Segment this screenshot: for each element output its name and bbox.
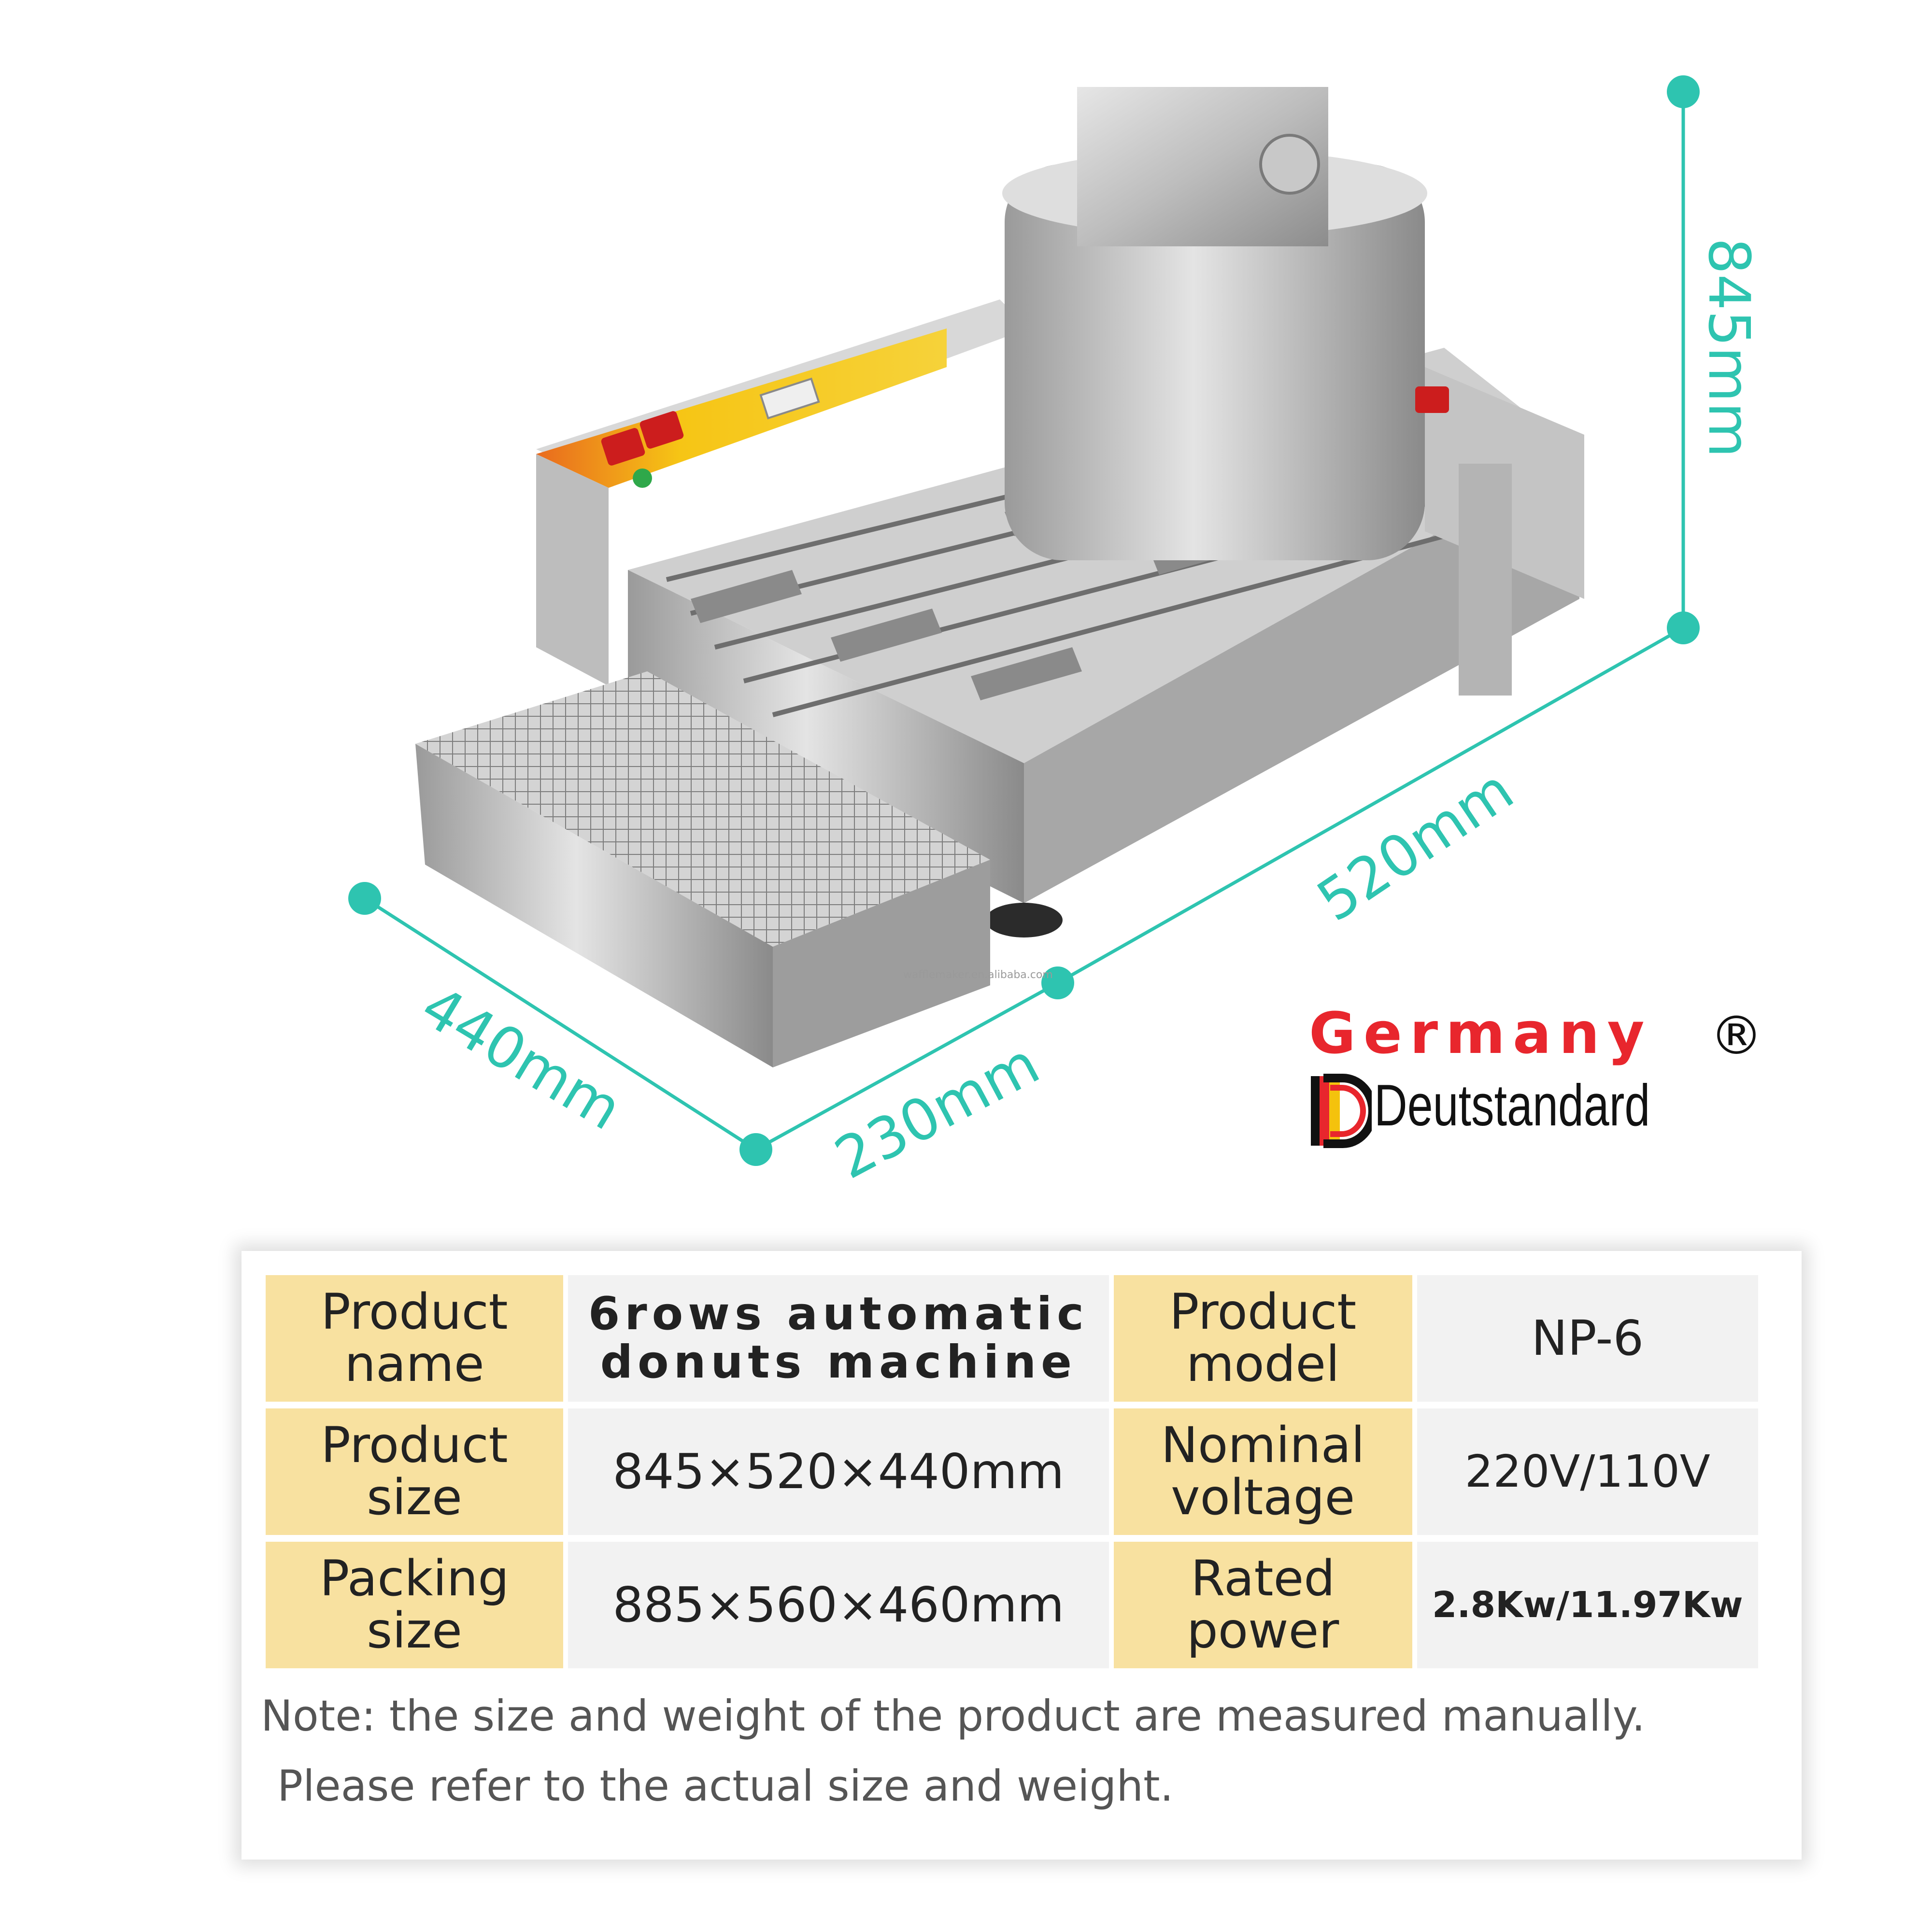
leg-front [985, 903, 1063, 938]
note-line-1: Note: the size and weight of the product… [261, 1691, 1646, 1741]
discharge-chute [1459, 464, 1512, 696]
machine-illustration: wafflemaker.en.alibaba.com [348, 75, 1700, 1166]
spec-value-product-model: NP-6 [1417, 1275, 1758, 1402]
spec-value-product-name: 6rows automatic donuts machine [568, 1275, 1109, 1402]
indicator-light [633, 469, 652, 488]
table-row: Product name 6rows automatic donuts mach… [266, 1275, 1758, 1402]
brand-name: Deutstandard [1374, 1072, 1650, 1138]
machine-body-side [1024, 454, 1579, 903]
spec-value-nominal-voltage: 220V/110V [1417, 1408, 1758, 1535]
spec-table: Product name 6rows automatic donuts mach… [261, 1268, 1763, 1675]
table-row: Packing size 885×560×460mm Rated power 2… [266, 1542, 1758, 1668]
note-line-2: Please refer to the actual size and weig… [277, 1761, 1174, 1811]
watermark: wafflemaker.en.alibaba.com [903, 969, 1053, 981]
machine-body-front [628, 570, 1024, 903]
red-switch-left [601, 428, 645, 466]
spec-label-nominal-voltage: Nominal voltage [1113, 1408, 1412, 1535]
spec-card: Product name 6rows automatic donuts mach… [242, 1251, 1802, 1860]
brand-line-germany: Germany [1309, 1000, 1652, 1066]
basket-side [773, 860, 990, 1067]
right-switch [1415, 386, 1449, 413]
hopper-body [1005, 164, 1425, 560]
brand-logo: Germany ® Deutstandard [1304, 1000, 1768, 1183]
timer-dial [1259, 134, 1320, 195]
spec-value-rated-power: 2.8Kw/11.97Kw [1417, 1542, 1758, 1668]
spec-label-product-size: Product size [266, 1408, 563, 1535]
spec-label-rated-power: Rated power [1113, 1542, 1412, 1668]
basket-front [415, 744, 773, 1067]
product-diagram: wafflemaker.en.alibaba.com 845mm 520mm 4… [348, 75, 1768, 1192]
flag-d-icon [1311, 1074, 1372, 1148]
temperature-display [759, 377, 820, 420]
basket-mesh [415, 671, 990, 947]
control-box-front [536, 454, 609, 686]
measurement-note: Note: the size and weight of the product… [261, 1681, 1806, 1821]
registered-mark: ® [1710, 1005, 1763, 1066]
spec-label-product-model: Product model [1113, 1275, 1412, 1402]
control-panel [536, 328, 947, 488]
spec-value-packing-size: 885×560×460mm [568, 1542, 1109, 1668]
spec-value-product-size: 845×520×440mm [568, 1408, 1109, 1535]
dimension-lines [348, 75, 1700, 1166]
spec-label-product-name: Product name [266, 1275, 563, 1402]
red-switch-right [639, 411, 684, 449]
table-row: Product size 845×520×440mm Nominal volta… [266, 1408, 1758, 1535]
dimension-height-label: 845mm [1696, 238, 1762, 458]
spec-label-packing-size: Packing size [266, 1542, 563, 1668]
